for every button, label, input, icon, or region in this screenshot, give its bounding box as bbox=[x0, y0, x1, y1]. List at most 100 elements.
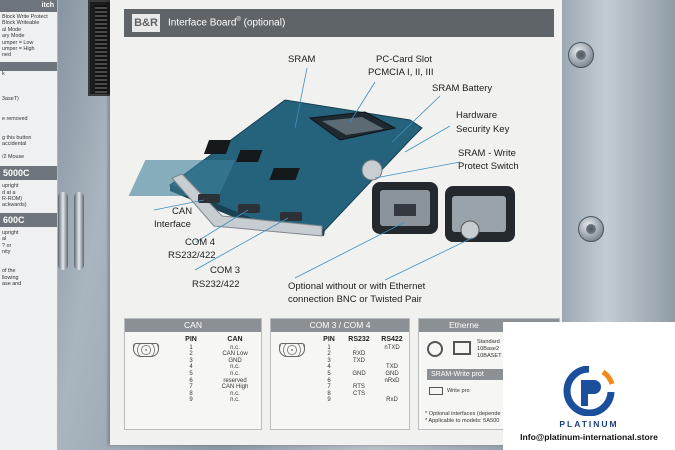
can-dsub-icon bbox=[133, 343, 159, 357]
annot-hw-key-1: Hardware bbox=[456, 110, 498, 121]
mounting-slot-1 bbox=[58, 192, 68, 270]
screw-bottom bbox=[578, 216, 604, 242]
annot-sram: SRAM bbox=[288, 54, 316, 65]
annot-can-2: Interface bbox=[154, 219, 191, 230]
can-pin-number: 4 bbox=[189, 364, 193, 371]
annot-pc-card-1: PC-Card Slot bbox=[376, 54, 432, 65]
com-rs422-value: GND bbox=[385, 370, 399, 377]
mounting-slot-2 bbox=[74, 192, 84, 270]
left-label-line: 3aseT) bbox=[2, 96, 19, 103]
brand-logo: B&R bbox=[132, 14, 160, 32]
chip-2 bbox=[236, 150, 263, 162]
com-pin-number: 8 bbox=[327, 390, 331, 397]
left-label-header-1: itch bbox=[0, 0, 57, 12]
leader-com4 bbox=[195, 209, 249, 243]
annot-can-1: CAN bbox=[172, 206, 193, 217]
chip-1 bbox=[203, 140, 232, 154]
eth-note-2: * Applicable to models: 5A500 bbox=[425, 418, 500, 424]
annot-sram-write-2: Protect Switch bbox=[458, 161, 519, 172]
com-rs232-value bbox=[345, 378, 373, 385]
annot-sram-battery: SRAM Battery bbox=[432, 83, 493, 94]
can-pin-value: n.c. bbox=[230, 344, 240, 351]
left-label-line: upright bbox=[2, 183, 19, 190]
left-label-line: g this button bbox=[2, 134, 32, 141]
com-pin-number: 4 bbox=[327, 364, 331, 371]
left-label-line: accidental bbox=[2, 141, 27, 148]
eth-standard-3: 10BASET bbox=[477, 353, 502, 359]
can-pin-value: CAN High bbox=[221, 384, 249, 391]
can-table-title: CAN bbox=[125, 319, 261, 332]
left-label-line: upright bbox=[2, 229, 19, 236]
can-value-header: CAN bbox=[227, 336, 243, 343]
com-rs422-value bbox=[377, 384, 407, 391]
com-pin-number: 9 bbox=[327, 397, 331, 404]
can-connector bbox=[198, 194, 220, 203]
left-label-header-2 bbox=[0, 61, 57, 71]
can-pin-number: 7 bbox=[189, 384, 193, 391]
rj45-icon bbox=[453, 341, 471, 355]
com-rs232-value: RXD bbox=[352, 351, 366, 358]
leader-can bbox=[153, 199, 205, 211]
write-protect-label: Write pro bbox=[447, 388, 470, 394]
com-pin-number: 6 bbox=[327, 377, 331, 384]
com-rs422-value bbox=[377, 391, 407, 398]
com-rs232-value: TXD bbox=[353, 357, 365, 364]
com-rs422-header: RS422 bbox=[381, 336, 403, 343]
com-pin-number: 7 bbox=[327, 384, 331, 391]
com-rs232-value: GND bbox=[352, 370, 366, 377]
seller-logo-overlay: PLATINUM Info@platinum-international.sto… bbox=[503, 322, 675, 450]
com-pin-number: 3 bbox=[327, 357, 331, 364]
left-label-line: e removed bbox=[2, 115, 28, 122]
left-label-line: al Mode bbox=[2, 26, 22, 33]
com-rs422-value bbox=[377, 358, 407, 365]
eth-standard-1: Standard bbox=[477, 339, 500, 345]
write-switch-icon bbox=[429, 387, 443, 395]
annot-com3-2: RS232/422 bbox=[192, 279, 240, 290]
com-rs232-header: RS232 bbox=[348, 336, 370, 343]
left-label-line: ackwards) bbox=[2, 202, 27, 209]
left-label-model-2: 600C bbox=[0, 212, 57, 227]
can-pin-number: 2 bbox=[189, 351, 193, 358]
annot-pc-card-2: PCMCIA I, II, III bbox=[368, 67, 434, 78]
left-label-line: d at a bbox=[2, 189, 16, 196]
sram-write-protect-title: SRAM-Write prot bbox=[427, 369, 517, 380]
leader-eth-2 bbox=[384, 237, 473, 281]
eth-note-1: * Optional interfaces (depende bbox=[425, 411, 501, 417]
com-rs232-value bbox=[345, 397, 373, 404]
eth-standard-2: 10Base2 bbox=[477, 346, 500, 352]
can-pin-value: n.c. bbox=[230, 364, 240, 371]
can-pin-value: n.c. bbox=[230, 390, 240, 397]
annot-com4-1: COM 4 bbox=[185, 237, 216, 248]
pc-card-slot-inner bbox=[322, 117, 384, 135]
com-pin-number: 2 bbox=[327, 351, 331, 358]
com4-connector bbox=[238, 204, 260, 213]
annot-hw-key-2: Security Key bbox=[456, 124, 510, 135]
can-pin-value: CAN Low bbox=[222, 351, 248, 358]
platinum-logo-icon bbox=[563, 366, 615, 416]
annot-eth-2: connection BNC or Twisted Pair bbox=[288, 294, 422, 305]
annot-sram-write-1: SRAM - Write bbox=[458, 148, 516, 159]
left-label-line: of the bbox=[2, 268, 16, 275]
com-rs422-value bbox=[377, 351, 407, 358]
leader-pc-card bbox=[349, 81, 376, 123]
can-pin-header: PIN bbox=[185, 336, 197, 343]
com-pin-header: PIN bbox=[323, 336, 335, 343]
com-rs232-value bbox=[345, 345, 373, 352]
annot-com4-2: RS232/422 bbox=[168, 250, 216, 261]
can-pin-number: 9 bbox=[189, 397, 193, 404]
can-pin-value: GND bbox=[228, 357, 242, 364]
com3-connector bbox=[280, 212, 302, 221]
annot-eth-1: Optional without or with Ethernet bbox=[288, 281, 426, 292]
left-label-line: R-ROM) bbox=[2, 195, 23, 202]
label-title: Interface Board® (optional) bbox=[168, 17, 286, 29]
left-label-line: umper = Low bbox=[2, 39, 34, 46]
left-label-line: ary Mode bbox=[2, 33, 25, 40]
